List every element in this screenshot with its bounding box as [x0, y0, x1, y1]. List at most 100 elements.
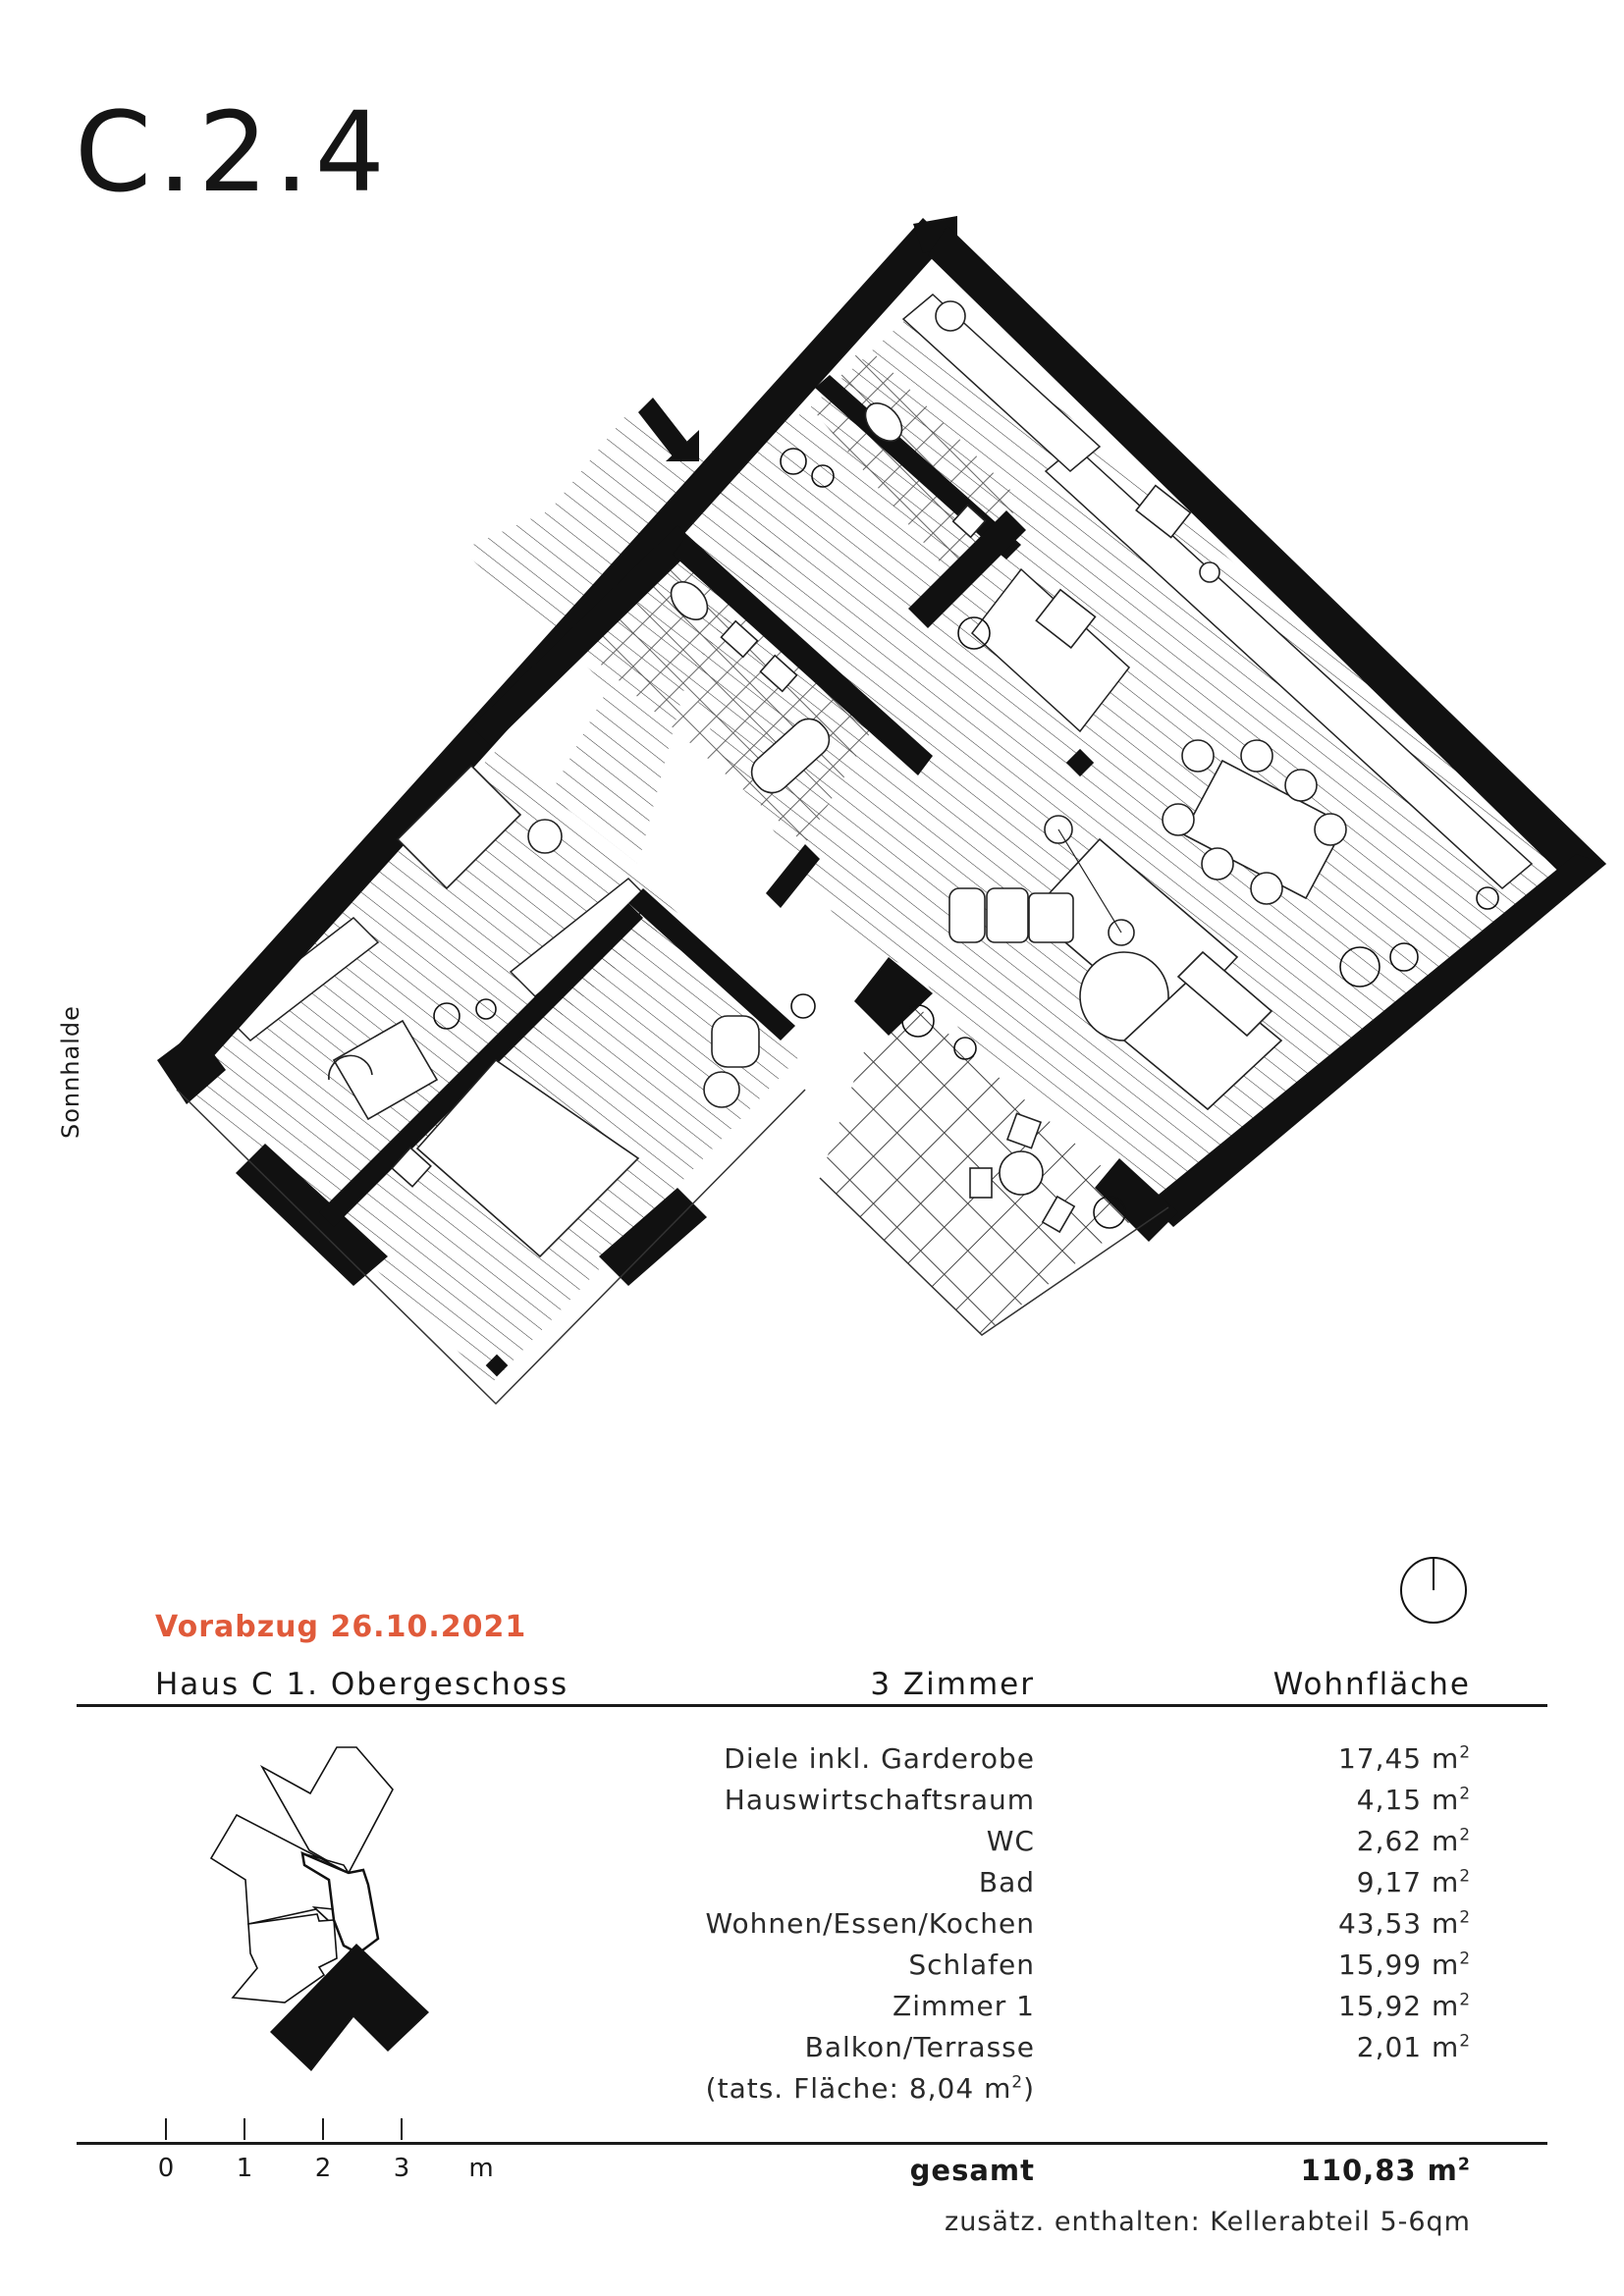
plant-icon [1339, 946, 1380, 988]
room-area: 43,53 m2 [1337, 1906, 1471, 1940]
scale-label: 2 [314, 2154, 332, 2183]
balcony-floor [820, 982, 1149, 1335]
bath-sink [720, 619, 759, 659]
plant-icon [475, 998, 497, 1020]
plant-icon [901, 1004, 935, 1038]
plants [433, 448, 1499, 1229]
armchair [948, 887, 986, 943]
scale-tick [322, 2118, 324, 2140]
draft-date: Vorabzug 26.10.2021 [155, 1610, 527, 1644]
room-name: Zimmer 1 [893, 1990, 1035, 2022]
balcony-outline [819, 1177, 1169, 1336]
room-name: Schlafen [908, 1949, 1035, 1981]
storage-counter [901, 294, 1102, 472]
dining-chair [1201, 847, 1234, 881]
balcony-wall-right [1095, 1158, 1178, 1242]
divider [77, 2142, 1547, 2145]
room-area: 9,17 m2 [1356, 1865, 1471, 1898]
plant-icon [1476, 886, 1499, 910]
table-row: Zimmer 1 15,92 m2 [0, 1990, 1624, 2031]
plant-icon [433, 1002, 460, 1030]
dining-chair [1162, 803, 1195, 836]
room-area: 2,01 m2 [1356, 2030, 1471, 2063]
desk-chair [328, 1054, 373, 1081]
balcony-actual-area: (tats. Fläche: 8,04 m2) [705, 2071, 1035, 2105]
kitchen-counter [1044, 446, 1534, 889]
room-area-table: Diele inkl. Garderobe 17,45 m2 Hauswirts… [0, 1742, 1624, 2113]
room-name: Bad [978, 1866, 1035, 1898]
balcony-wall-left [854, 957, 933, 1036]
bathtub [750, 718, 831, 794]
scale-bar: 0 1 2 3 m [147, 2110, 540, 2209]
plant-icon [1389, 942, 1419, 972]
built-ins [224, 294, 1534, 1041]
scale-label: 1 [236, 2154, 253, 2183]
scale-tick [244, 2118, 245, 2140]
dining-chair [1181, 739, 1215, 773]
window-outline [176, 1089, 806, 1406]
street-label: Sonnhalde [57, 1005, 84, 1139]
armchair [1028, 892, 1074, 943]
wc-sink [951, 504, 987, 539]
room-name: Balkon/Terrasse [804, 2031, 1035, 2063]
scale-unit: m [468, 2154, 494, 2183]
lounge-chair [711, 1015, 760, 1068]
column [1065, 748, 1095, 777]
dining-chair [1284, 769, 1318, 802]
outer-wall-southeast [1149, 854, 1606, 1227]
corner-post [485, 1354, 509, 1377]
table-row: Schlafen 15,99 m2 [0, 1949, 1624, 1990]
room-name: Wohnen/Essen/Kochen [705, 1907, 1035, 1940]
room-name: WC [986, 1825, 1035, 1857]
balcony-chair [1005, 1112, 1043, 1149]
wall-bedroom-north [628, 888, 795, 1041]
double-bed [415, 1058, 640, 1258]
room-count-label: 3 Zimmer [870, 1667, 1035, 1702]
boiler [935, 300, 966, 332]
site-keyplan [209, 1746, 429, 2071]
room-name: Hauswirtschaftsraum [724, 1784, 1035, 1816]
armchair [986, 887, 1029, 943]
dining-chair [1250, 872, 1283, 905]
plant-icon [790, 993, 816, 1019]
wall-bedroom-south [599, 1188, 707, 1286]
plant-icon [811, 464, 835, 488]
cooktop [1035, 588, 1097, 650]
room-area: 2,62 m2 [1356, 1824, 1471, 1857]
total-area: 110,83 m2 [1300, 2154, 1471, 2187]
desk [332, 1019, 439, 1121]
bedside-table [391, 1147, 432, 1188]
scale-label: 3 [393, 2154, 410, 2183]
side-table [703, 1071, 740, 1108]
balcony-chair [1041, 1195, 1076, 1234]
wall-room1-south [236, 1144, 388, 1286]
kitchen-sink [1135, 484, 1192, 539]
single-bed [396, 764, 522, 890]
wall-wc-east [908, 510, 1026, 628]
table-row: WC 2,62 m2 [0, 1825, 1624, 1866]
floor-plan [157, 216, 1606, 1406]
unit-title: C.2.4 [75, 89, 391, 217]
north-arrow-icon [1400, 1557, 1467, 1624]
kitchen-appliance [1199, 561, 1220, 583]
table-row: Diele inkl. Garderobe 17,45 m2 [0, 1742, 1624, 1784]
total-label: gesamt [909, 2154, 1035, 2187]
corner-left [157, 1031, 226, 1104]
balcony-note-row: (tats. Fläche: 8,04 m2) [0, 2072, 1624, 2113]
wall-bath-north [673, 535, 933, 775]
plant-icon [957, 616, 991, 650]
wardrobe-room1 [224, 917, 380, 1041]
entrance-arrow-icon [666, 430, 699, 461]
divider [77, 1704, 1547, 1707]
balcony-table [999, 1150, 1044, 1196]
room-name: Diele inkl. Garderobe [724, 1742, 1035, 1775]
wc-toilet [864, 402, 903, 442]
nightstand [527, 819, 563, 854]
room-area: 15,99 m2 [1337, 1948, 1471, 1981]
plant-icon [1093, 1196, 1126, 1229]
building-floor-label: Haus C 1. Obergeschoss [155, 1667, 569, 1702]
balcony-chair [969, 1167, 993, 1199]
table-row: Bad 9,17 m2 [0, 1866, 1624, 1907]
table-row: Wohnen/Essen/Kochen 43,53 m2 [0, 1907, 1624, 1949]
table-row: Hauswirtschaftsraum 4,15 m2 [0, 1784, 1624, 1825]
